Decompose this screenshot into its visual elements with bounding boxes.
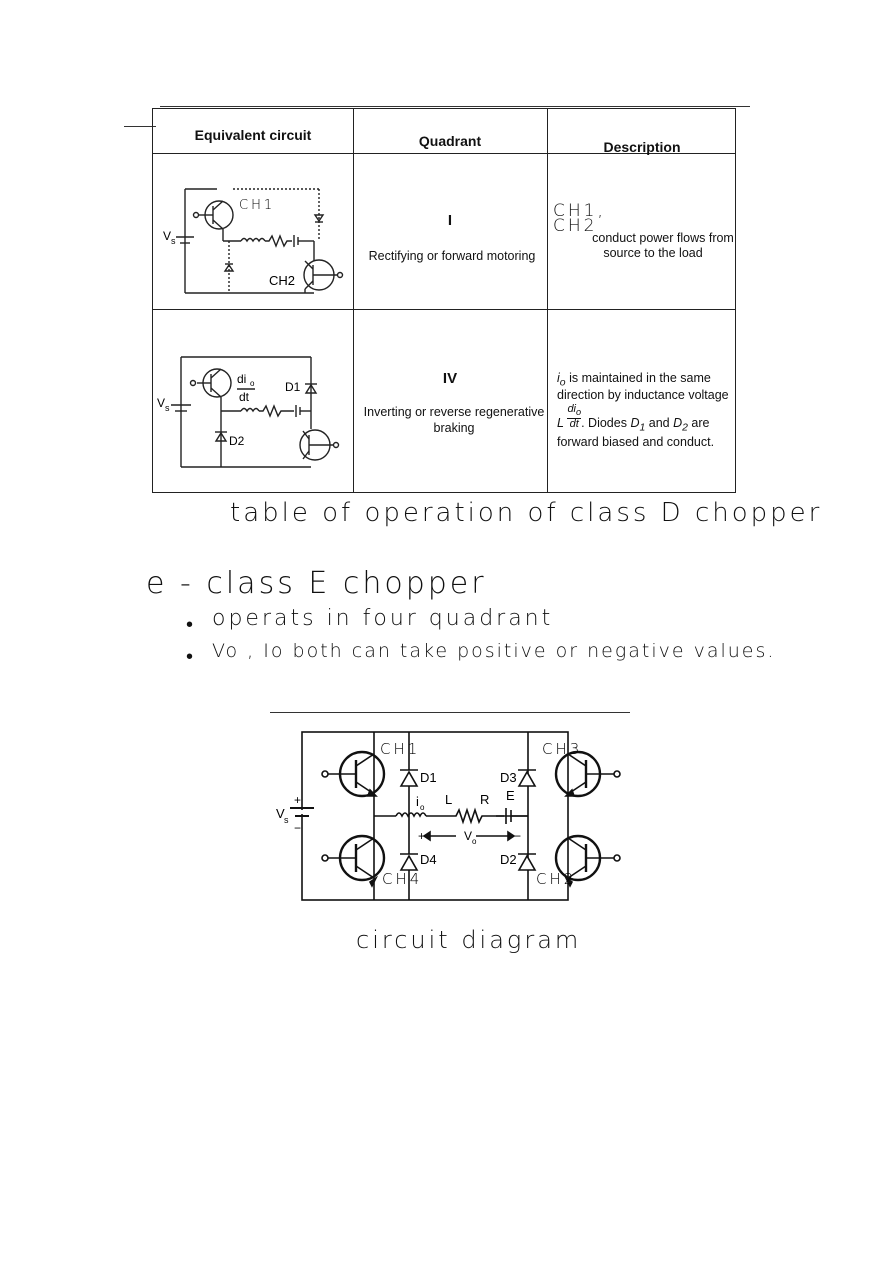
label-io-sub: o <box>420 803 425 812</box>
label-R: R <box>480 792 489 807</box>
header-quadrant: Quadrant <box>418 133 482 149</box>
label-io: i <box>416 794 419 809</box>
desc-hand-1: CH1, CH2 <box>553 201 606 236</box>
desc-line-4c: L dio dt . Diodes D1 and D2 are <box>557 403 710 434</box>
label-vs-plus: + <box>294 793 301 807</box>
bullet-dot: • <box>186 614 194 636</box>
equivalent-circuit-quadrant-4: di o dt V s D1 D2 <box>157 356 340 468</box>
label-vo: V <box>464 829 472 843</box>
svg-text:s: s <box>171 236 176 246</box>
svg-text:o: o <box>250 379 255 388</box>
label-vo-minus: − <box>514 829 521 843</box>
label-d3: D3 <box>500 770 517 785</box>
label-E: E <box>506 788 515 803</box>
desc-line-4b: direction by inductance voltage <box>557 388 729 402</box>
svg-text:CH1: CH1 <box>239 198 275 213</box>
svg-text:dt: dt <box>239 390 250 404</box>
scan-rule-left <box>124 126 156 127</box>
label-ch4: CH4 <box>382 870 422 888</box>
circuit-caption: circuit diagram <box>356 926 582 954</box>
quadrant-numeral-1: I <box>447 212 453 229</box>
label-vs: V <box>276 806 285 821</box>
label-d1: D1 <box>420 770 437 785</box>
bullet-dot: • <box>186 646 194 668</box>
operation-table: Equivalent circuit Quadrant Description … <box>152 108 736 493</box>
svg-text:V: V <box>157 396 165 410</box>
table-caption: table of operation of class D chopper <box>230 498 823 528</box>
header-description: Description <box>603 139 681 155</box>
svg-text:D2: D2 <box>229 434 245 448</box>
table-col-divider <box>547 109 548 492</box>
section-heading: e - class E chopper <box>146 566 487 601</box>
desc-line-4a: io is maintained in the same <box>557 371 711 389</box>
header-equivalent-circuit: Equivalent circuit <box>194 127 312 143</box>
equivalent-circuit-quadrant-1: V s CH1 CH2 <box>163 188 344 294</box>
label-vo-plus: + <box>418 829 425 843</box>
quadrant-text-4a: Inverting or reverse regenerative <box>363 405 545 419</box>
label-vs-sub: s <box>284 815 289 825</box>
label-ch3: CH3 <box>542 740 582 758</box>
scan-rule-top <box>160 106 750 107</box>
label-ch1: CH1 <box>380 740 420 758</box>
bullet-item-2: Vo , Io both can take positive or negati… <box>212 640 776 662</box>
label-ch2: CH2 <box>536 870 576 888</box>
label-L: L <box>445 792 452 807</box>
svg-text:s: s <box>165 403 170 413</box>
quadrant-numeral-4: IV <box>442 370 458 387</box>
label-d2: D2 <box>500 852 517 867</box>
table-row-divider <box>153 309 735 310</box>
desc-line-1b: source to the load <box>603 246 703 260</box>
quadrant-text-4b: braking <box>433 421 475 435</box>
label-vo-sub: o <box>472 837 477 846</box>
label-d4: D4 <box>420 852 437 867</box>
svg-text:V: V <box>163 229 171 243</box>
table-header-divider <box>153 153 735 154</box>
svg-text:di: di <box>237 372 246 386</box>
svg-text:CH2: CH2 <box>269 273 295 288</box>
table-col-divider <box>353 109 354 492</box>
bullet-item-1: operats in four quadrant <box>212 606 554 631</box>
scan-rule-circuit <box>270 712 630 713</box>
desc-line-4d: forward biased and conduct. <box>557 435 715 449</box>
label-vs-minus: − <box>294 821 301 835</box>
quadrant-text-1: Rectifying or forward motoring <box>368 249 536 263</box>
svg-text:D1: D1 <box>285 380 301 394</box>
class-e-chopper-circuit: CH1 CH3 CH4 CH2 D1 D4 D3 D2 V s + − i o … <box>276 731 621 901</box>
desc-line-1a: conduct power flows from <box>592 231 734 245</box>
